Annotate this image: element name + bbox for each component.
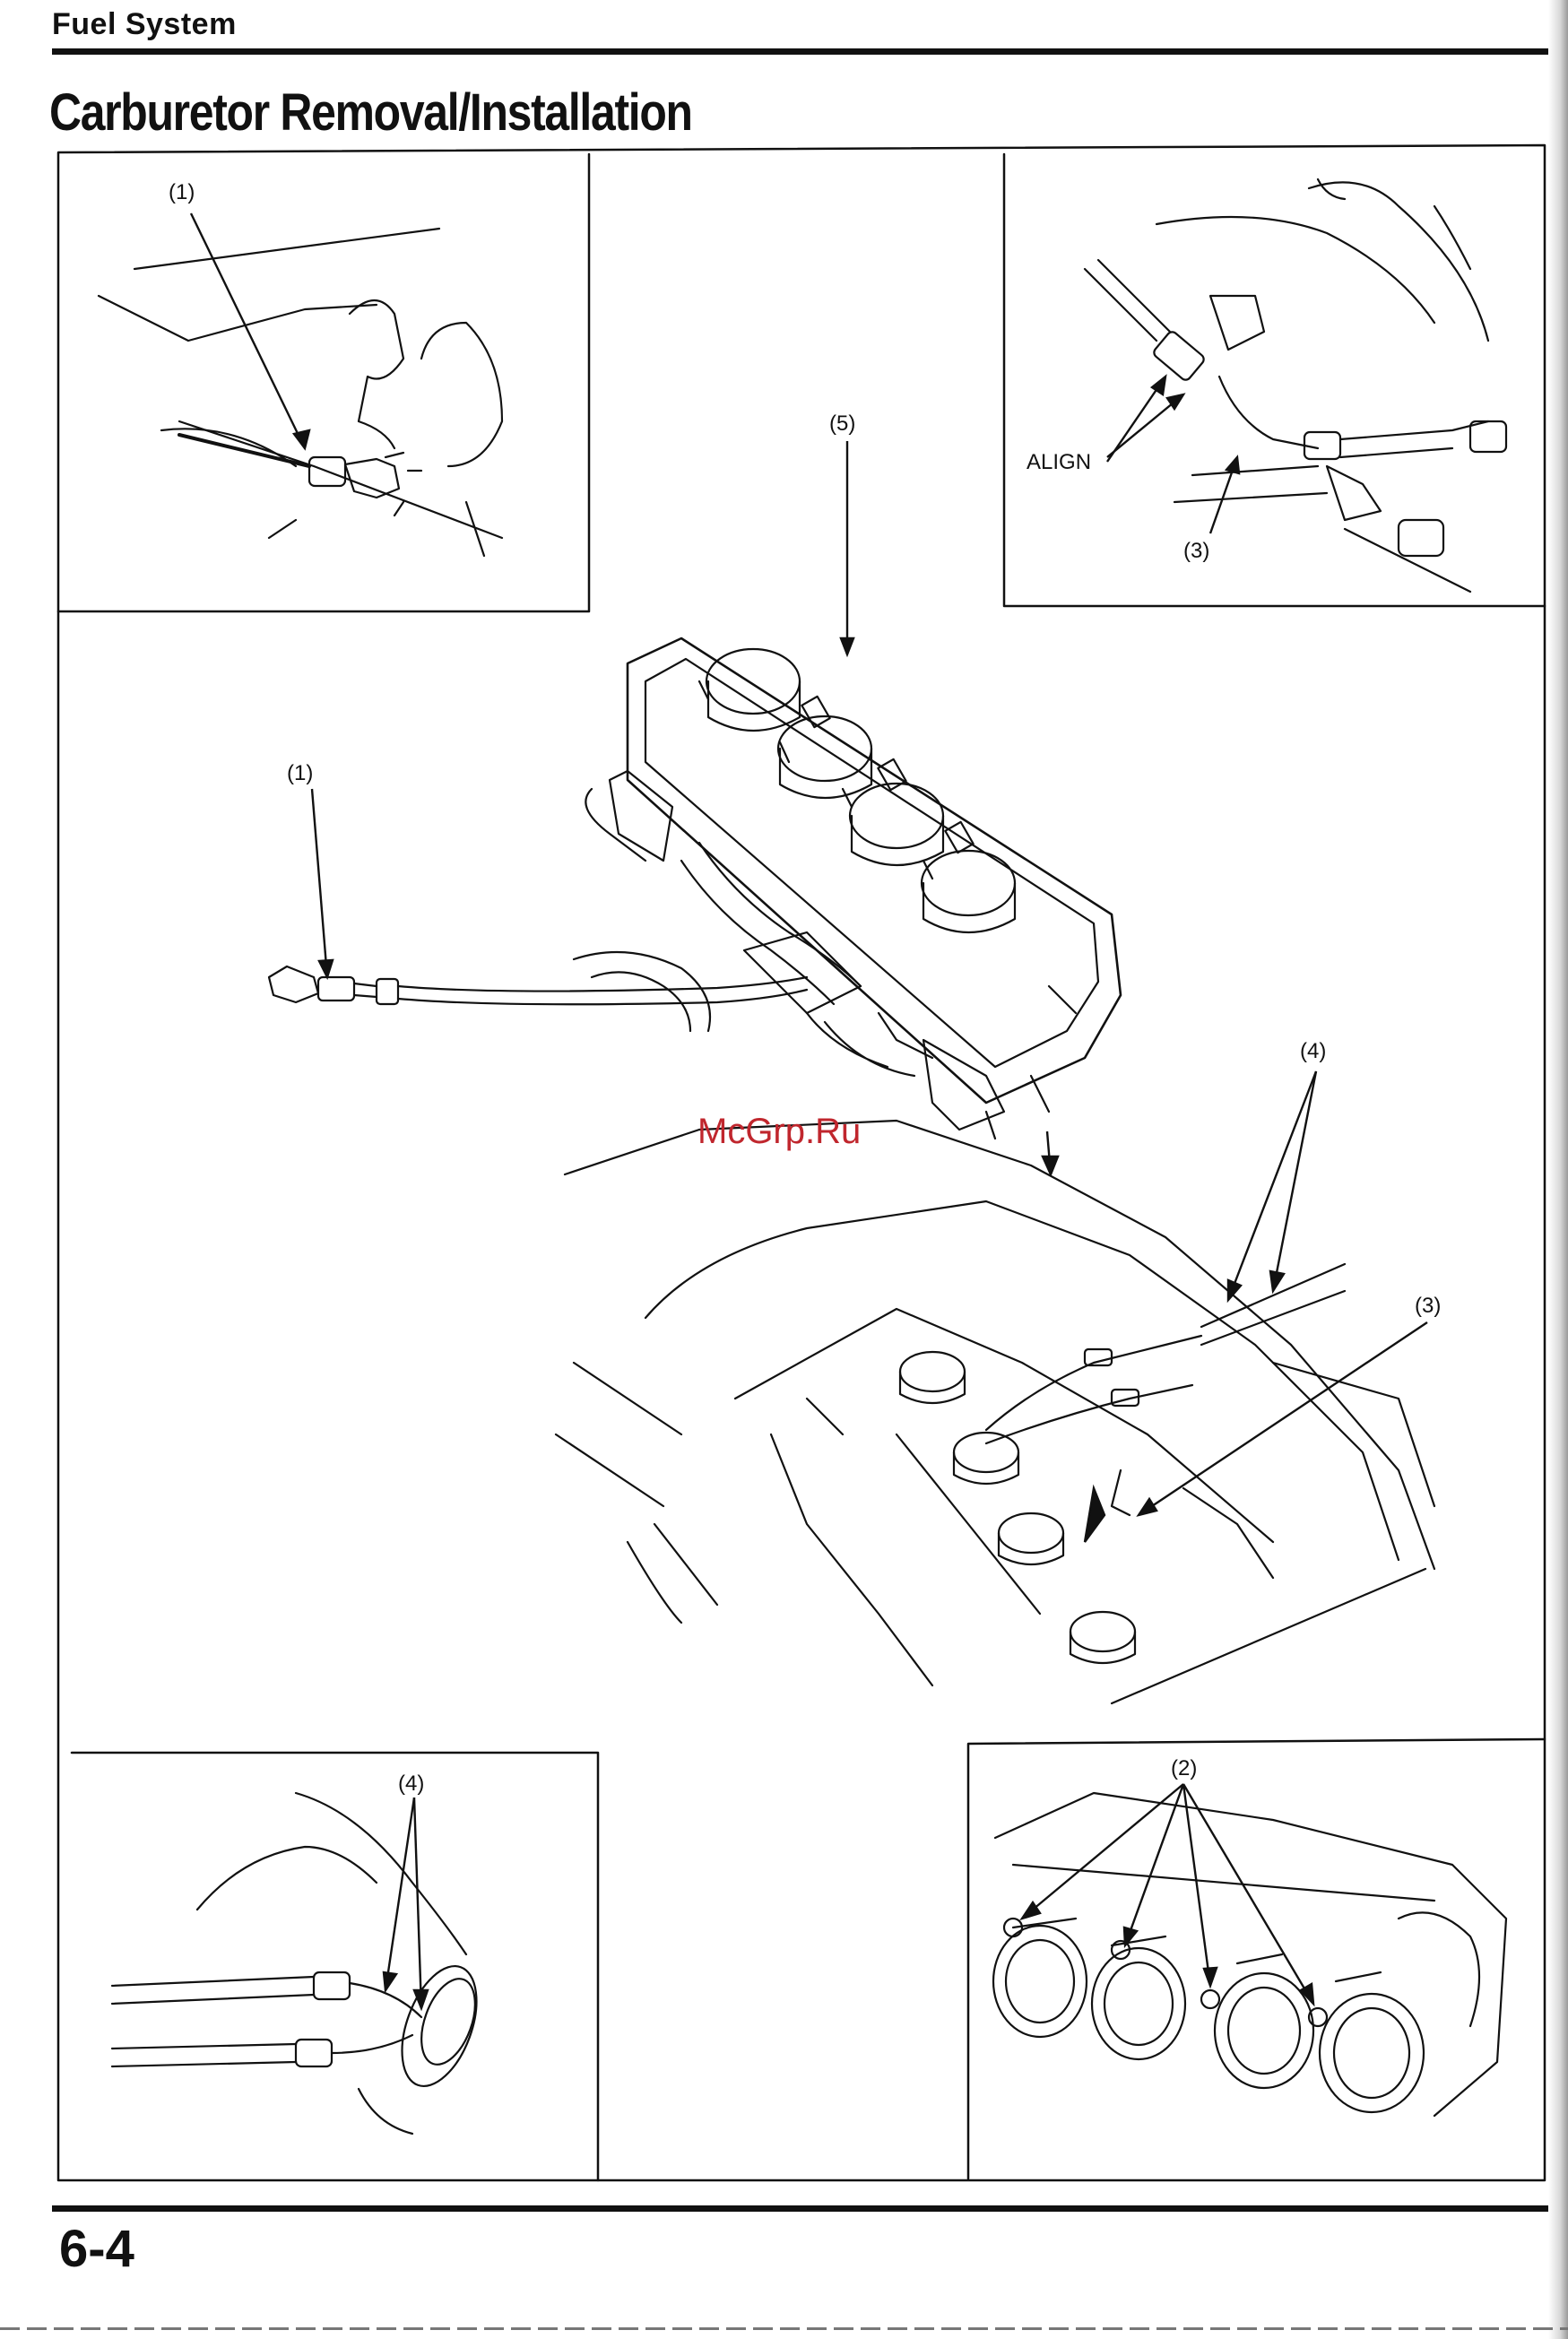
callout-4-bottom: (4) [398, 1772, 424, 1796]
inset-top-right [1004, 154, 1545, 606]
callout-5: (5) [829, 411, 855, 436]
carburetor-assembly [574, 638, 1121, 1139]
footer-rule [52, 2205, 1568, 2212]
callout-1-top: (1) [169, 180, 195, 204]
page-number: 6-4 [59, 2219, 134, 2279]
figure-frame [58, 145, 1545, 2180]
callout-2-bottom: (2) [1171, 1756, 1197, 1780]
engine-top-view [556, 1121, 1434, 1703]
throttle-cable-mid [269, 966, 807, 1004]
callout-3-top: (3) [1183, 539, 1209, 563]
inset-top-left [58, 154, 589, 611]
inset-bottom-left [72, 1753, 598, 2180]
callout-4-mid: (4) [1300, 1039, 1326, 1063]
page-edge-shadow [1548, 0, 1568, 2339]
callout-align: ALIGN [1027, 450, 1091, 474]
watermark: McGrp.Ru [697, 1112, 861, 1151]
scan-edge [0, 2327, 1568, 2330]
callout-3-mid: (3) [1415, 1294, 1441, 1318]
inset-bottom-right [968, 1739, 1545, 2179]
callout-1-mid: (1) [287, 761, 313, 785]
